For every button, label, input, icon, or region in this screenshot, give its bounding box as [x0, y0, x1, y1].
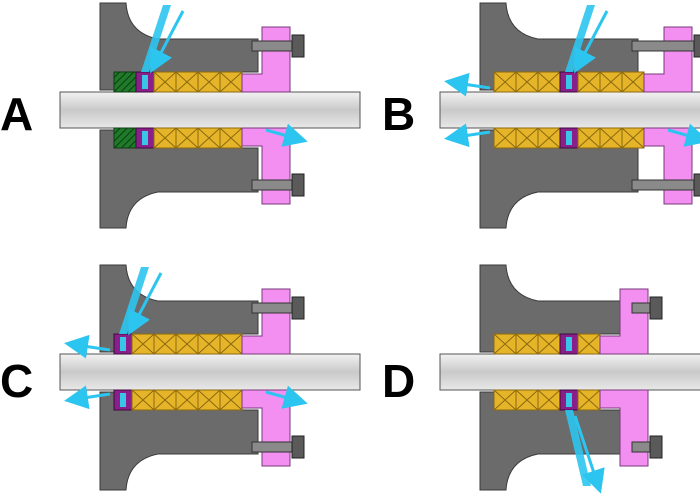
packing-cross [197, 333, 221, 355]
lantern-ring-port [566, 393, 572, 407]
gland-stud-lower [631, 179, 700, 191]
leak-arrow-bottom-right [265, 385, 308, 409]
leak-arrow-top-left [444, 72, 491, 97]
packing-cross [515, 333, 539, 355]
packing-cross [537, 333, 561, 355]
packing-cross [621, 71, 645, 93]
leak-arrow-top-left [64, 334, 111, 359]
packing-cross [515, 389, 539, 411]
panel-b: B [382, 2, 700, 229]
lantern-ring-port [566, 337, 572, 351]
flush-inlet-arrow [150, 10, 185, 74]
gland-follower-upper [643, 26, 693, 93]
packing-cross [197, 127, 221, 149]
packing-cross [219, 333, 243, 355]
leak-arrow-bottom-right [667, 123, 700, 147]
packing-cross [131, 333, 155, 355]
packing-cross [175, 127, 199, 149]
packing-cross [621, 127, 645, 149]
flush-port [565, 410, 591, 486]
packing-cross [577, 333, 601, 355]
panel-d: D [382, 264, 700, 494]
packing-cross [493, 71, 517, 93]
shaft [439, 91, 700, 129]
flush-outlet-arrow [573, 415, 605, 494]
lantern-ring-port [566, 75, 572, 89]
leak-arrow-bottom-left [444, 123, 491, 148]
packing-cross [219, 71, 243, 93]
gland-follower-lower [643, 127, 693, 205]
leak-arrow-bottom-right [265, 123, 308, 147]
panel-label-c: C [0, 355, 33, 407]
packing-cross [175, 389, 199, 411]
lantern-ring-port [566, 131, 572, 145]
packing-cross [153, 389, 177, 411]
gland-stud-upper [631, 40, 700, 52]
packing-cross [599, 71, 623, 93]
flush-inlet-arrow [574, 10, 609, 74]
gland-nut-upper [291, 34, 305, 58]
lantern-ring-port [120, 393, 126, 407]
gland-nut-upper [291, 296, 305, 320]
flush-inlet-arrow [128, 272, 163, 336]
gland-nut-upper [693, 34, 700, 58]
lantern-ring-port [142, 75, 148, 89]
flush-port [119, 267, 149, 334]
lantern-ring-port [142, 131, 148, 145]
panel-label-b: B [382, 88, 415, 140]
packing-cross [515, 127, 539, 149]
gland-nut-lower [291, 173, 305, 197]
packing-cross [153, 71, 177, 93]
packing-cross [577, 71, 601, 93]
packing-cross [131, 389, 155, 411]
gland-nut-lower [649, 435, 663, 459]
shaft [59, 353, 361, 391]
panel-label-a: A [0, 88, 33, 140]
packing-cross [153, 127, 177, 149]
packing-cross [577, 127, 601, 149]
packing-cross [153, 333, 177, 355]
packing-cross [493, 127, 517, 149]
packing-cross [197, 389, 221, 411]
panels: A B C D [0, 2, 700, 494]
panel-c: C [0, 264, 361, 491]
leak-arrow-bottom-left [64, 385, 111, 410]
panel-label-d: D [382, 355, 415, 407]
gland-nut-lower [291, 435, 305, 459]
packing-cross [197, 71, 221, 93]
packing-cross [537, 71, 561, 93]
packing-cross [537, 389, 561, 411]
throat-bushing [113, 127, 137, 149]
packing-cross [219, 127, 243, 149]
shaft [59, 91, 361, 129]
packing-cross [175, 333, 199, 355]
flush-port [565, 5, 595, 72]
packing-cross [515, 71, 539, 93]
throat-bushing [113, 71, 137, 93]
flush-port [141, 5, 171, 72]
packing-cross [493, 389, 517, 411]
gland-nut-lower [693, 173, 700, 197]
packing-cross [493, 333, 517, 355]
lantern-ring-port [120, 337, 126, 351]
packing-cross [175, 71, 199, 93]
gland-nut-upper [649, 296, 663, 320]
packing-cross [219, 389, 243, 411]
shaft [439, 353, 700, 391]
panel-a: A [0, 2, 361, 229]
packing-cross [577, 389, 601, 411]
packing-cross [599, 127, 623, 149]
packing-cross [537, 127, 561, 149]
